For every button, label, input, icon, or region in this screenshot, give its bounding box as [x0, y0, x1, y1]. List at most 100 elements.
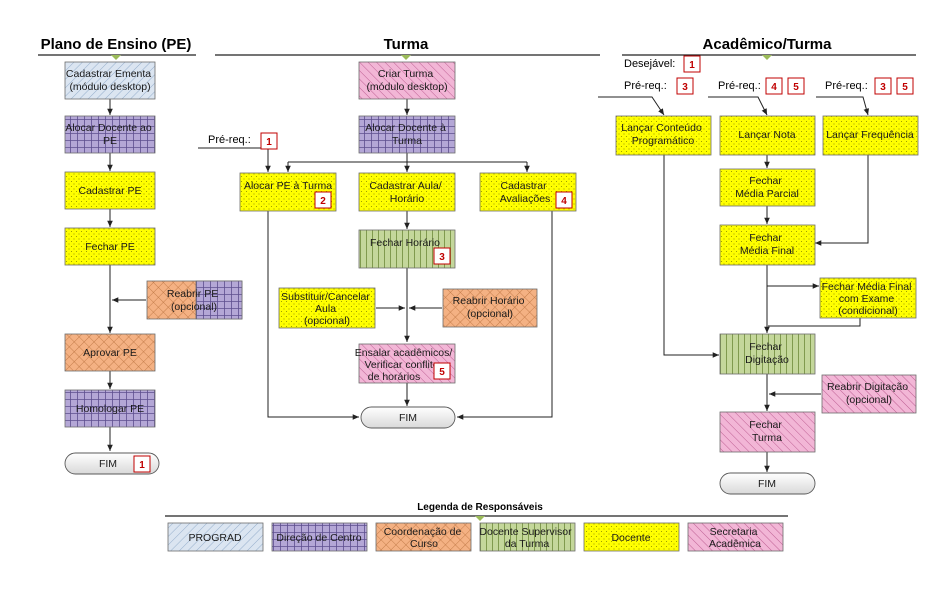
substituir-aula-box[interactable]: Substituir/Cancelar Aula (opcional) [278, 287, 376, 329]
reabrir-digitacao-line2: (opcional) [846, 394, 892, 406]
legend-item-direcao: Direção de Centro [271, 522, 368, 552]
alocar-pe-turma-box[interactable]: Alocar PE à Turma 2 [239, 172, 337, 212]
fechar-turma-line1: Fechar [749, 419, 782, 431]
prereq-conteudo-text: Pré-req.: [624, 80, 667, 92]
lancar-conteudo-line2: Programático [632, 135, 695, 147]
substituir-aula-line3: (opcional) [304, 315, 350, 327]
svg-text:Substituir/Cancelar Au: Substituir/Cancelar Aula (opcional) [281, 291, 373, 327]
header-pe-marker [111, 55, 121, 60]
fechar-media-exame-line1: Fechar Média Final [822, 281, 912, 293]
prereq-freq-label: Pré-req.: 3 5 [825, 77, 914, 95]
lancar-conteudo-box[interactable]: Lançar Conteúdo Programático [615, 115, 712, 156]
cadastrar-aula-box[interactable]: Cadastrar Aula/ Horário [358, 172, 456, 212]
svg-text:Reabrir PE (opcional): Reabrir PE (opcional) [167, 288, 221, 313]
fechar-horario-box[interactable]: Fechar Horário 3 [358, 229, 456, 269]
cadastrar-avaliacoes-badge-number: 4 [561, 196, 567, 207]
fechar-horario-badge [433, 247, 451, 265]
prereq-nota-badge-b-number: 5 [793, 82, 799, 93]
fim-academico-label: FIM [758, 478, 776, 490]
alocar-docente-turma-box[interactable]: Alocar Docente à Turma [358, 115, 456, 154]
svg-text:Fechar Digitação: Fechar Digitação [745, 341, 789, 366]
lancar-frequencia-box[interactable]: Lançar Frequência [822, 115, 919, 156]
reabrir-horario-box[interactable]: Reabrir Horário (opcional) [442, 288, 538, 328]
fechar-media-parcial-line1: Fechar [749, 175, 782, 187]
header-pe: Plano de Ensino (PE) [38, 36, 196, 60]
fechar-media-final-line1: Fechar [749, 232, 782, 244]
fim-pe-terminal[interactable]: FIM 1 [64, 452, 160, 475]
svg-text:Ensalar acadêmicos/ Ve: Ensalar acadêmicos/ Verificar conflito d… [355, 347, 455, 383]
legend-item-secretaria: Secretaria Acadêmica [687, 522, 784, 552]
cadastrar-avaliacoes-badge [555, 191, 573, 209]
homologar-pe-box[interactable]: Homologar PE [64, 389, 156, 428]
prereq-freq-badge-b-number: 5 [902, 82, 908, 93]
svg-text:Cadastrar Avaliações: Cadastrar Avaliações [500, 180, 551, 205]
header-academico-title: Acadêmico/Turma [703, 36, 833, 53]
ensalar-badge [433, 362, 451, 380]
svg-text:Criar Turma (módulo de: Criar Turma (módulo desktop) [366, 68, 447, 93]
desejavel-label: Desejável: 1 [624, 55, 701, 73]
cadastrar-ementa-box[interactable]: Cadastrar Ementa (módulo desktop) [64, 61, 156, 100]
prereq-nota-badge-b [787, 77, 805, 95]
cadastrar-pe-box[interactable]: Cadastrar PE [64, 171, 156, 210]
cadastrar-avaliacoes-line2: Avaliações [500, 193, 551, 205]
ensalar-box[interactable]: Ensalar acadêmicos/ Verificar conflito d… [355, 343, 456, 384]
reabrir-pe-direcao-part [195, 280, 243, 320]
alocar-docente-turma-line1: Alocar Docente à [365, 122, 446, 134]
svg-text:Alocar Docente à Turma: Alocar Docente à Turma [365, 122, 448, 147]
fechar-media-exame-box[interactable]: Fechar Média Final com Exame (condiciona… [819, 277, 917, 319]
reabrir-digitacao-box[interactable]: Reabrir Digitação (opcional) [821, 374, 917, 414]
cadastrar-avaliacoes-box[interactable]: Cadastrar Avaliações 4 [479, 172, 577, 212]
prereq-turma-badge [260, 132, 278, 150]
svg-text:Fechar Média Parcial: Fechar Média Parcial [735, 175, 799, 200]
fechar-media-parcial-box[interactable]: Fechar Média Parcial [719, 168, 816, 207]
lancar-frequencia-label: Lançar Frequência [826, 129, 914, 141]
fim-pe-label: FIM [99, 458, 117, 470]
svg-text:Docente Supervisor da: Docente Supervisor da Turma [479, 526, 574, 550]
lancar-nota-label: Lançar Nota [738, 129, 795, 141]
fechar-digitacao-box[interactable]: Fechar Digitação [719, 333, 816, 375]
fechar-pe-box[interactable]: Fechar PE [64, 227, 156, 266]
criar-turma-box[interactable]: Criar Turma (módulo desktop) [358, 61, 456, 100]
cadastrar-ementa-line2: (módulo desktop) [69, 81, 150, 93]
fim-academico-terminal[interactable]: FIM [719, 472, 816, 495]
alocar-docente-pe-line2: PE [103, 135, 117, 147]
svg-text:Alocar Docente ao PE: Alocar Docente ao PE [65, 122, 154, 147]
legend-coordenacao-line2: Curso [410, 538, 438, 550]
fechar-digitacao-line1: Fechar [749, 341, 782, 353]
alocar-docente-pe-line1: Alocar Docente ao [65, 122, 152, 134]
fechar-media-final-box[interactable]: Fechar Média Final [719, 224, 816, 266]
svg-text:Cadastrar Ementa (módu: Cadastrar Ementa (módulo desktop) [66, 68, 154, 93]
cadastrar-aula-line1: Cadastrar Aula/ [369, 180, 441, 192]
header-academico: Acadêmico/Turma [622, 36, 916, 60]
prereq-nota-badge-a [765, 77, 783, 95]
ensalar-line1: Ensalar acadêmicos/ [355, 347, 453, 359]
criar-turma-line2: (módulo desktop) [366, 81, 447, 93]
alocar-docente-pe-box[interactable]: Alocar Docente ao PE [64, 115, 156, 154]
fechar-media-final-line2: Média Final [740, 245, 794, 257]
prereq-freq-badge-a [874, 77, 892, 95]
reabrir-digitacao-line1: Reabrir Digitação [827, 381, 908, 393]
fim-turma-terminal[interactable]: FIM [360, 406, 456, 429]
legend-item-prograd: PROGRAD [167, 522, 264, 552]
legend-item-docente: Docente [583, 522, 680, 552]
legend-item-coordenacao: Coordenação de Curso [375, 522, 472, 552]
legend-direcao-label: Direção de Centro [276, 532, 361, 544]
prereq-freq-text: Pré-req.: [825, 80, 868, 92]
aprovar-pe-box[interactable]: Aprovar PE [64, 333, 156, 372]
reabrir-pe-line1: Reabrir PE [167, 288, 218, 300]
lancar-nota-box[interactable]: Lançar Nota [719, 115, 816, 156]
ensalar-line3: de horários [368, 371, 421, 383]
ensalar-badge-number: 5 [439, 367, 445, 378]
fechar-turma-box[interactable]: Fechar Turma [719, 411, 816, 453]
reabrir-pe-box[interactable]: Reabrir PE (opcional) [146, 280, 243, 320]
fechar-pe-label: Fechar PE [85, 241, 135, 253]
header-turma-title: Turma [384, 36, 429, 53]
homologar-pe-label: Homologar PE [76, 403, 144, 415]
substituir-aula-line1: Substituir/Cancelar [281, 291, 370, 303]
legend: Legenda de Responsáveis PROGRAD Direção … [165, 502, 788, 552]
header-pe-title: Plano de Ensino (PE) [41, 36, 192, 53]
prereq-conteudo-badge [676, 77, 694, 95]
legend-supervisor-line2: da Turma [505, 538, 550, 550]
reabrir-horario-line1: Reabrir Horário [453, 295, 525, 307]
